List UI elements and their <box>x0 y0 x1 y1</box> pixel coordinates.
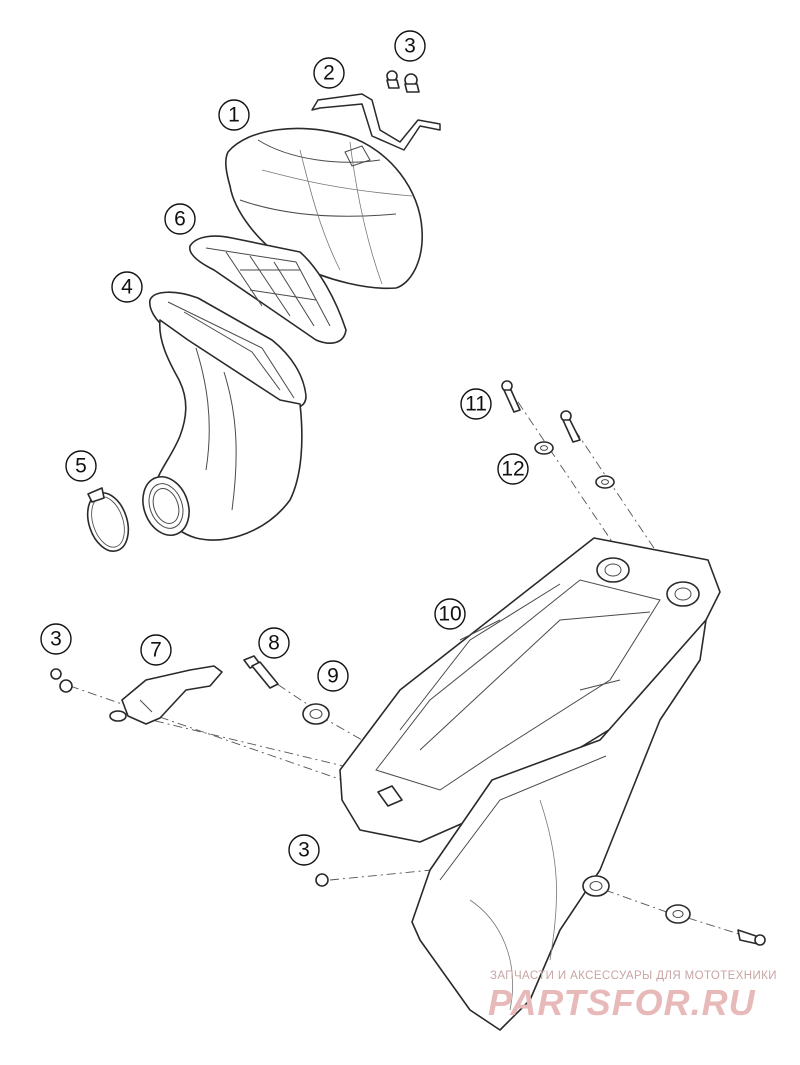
svg-text:3: 3 <box>404 35 416 58</box>
svg-text:3: 3 <box>298 839 310 862</box>
callout-3-bottom: 3 <box>288 834 320 866</box>
part-wire-clip <box>311 93 441 151</box>
callout-10: 10 <box>434 598 466 630</box>
svg-text:7: 7 <box>150 639 162 662</box>
part-filter-cage <box>189 235 347 344</box>
part-screws-lower <box>50 668 766 946</box>
callout-3-left: 3 <box>40 623 72 655</box>
svg-text:4: 4 <box>121 276 133 299</box>
part-hose-clamp <box>86 487 130 552</box>
svg-text:1: 1 <box>228 104 240 127</box>
svg-text:11: 11 <box>465 393 487 416</box>
svg-text:5: 5 <box>75 455 87 478</box>
svg-text:8: 8 <box>268 632 280 655</box>
part-intake-boot <box>142 291 307 541</box>
part-bracket <box>109 665 223 725</box>
callout-1: 1 <box>218 99 250 131</box>
svg-text:12: 12 <box>501 458 524 481</box>
callout-2: 2 <box>313 57 345 89</box>
svg-text:10: 10 <box>438 603 461 626</box>
callout-6: 6 <box>164 203 196 235</box>
callout-12: 12 <box>497 453 529 485</box>
part-bolts-upper <box>501 380 615 489</box>
svg-text:6: 6 <box>174 208 186 231</box>
svg-text:9: 9 <box>327 665 339 688</box>
part-bolt-8 <box>243 655 279 689</box>
callout-8: 8 <box>258 627 290 659</box>
callout-9: 9 <box>317 660 349 692</box>
callout-4: 4 <box>111 271 143 303</box>
part-screws-top <box>386 70 420 93</box>
svg-text:2: 2 <box>323 62 335 85</box>
part-grommet <box>302 703 330 725</box>
part-airbox <box>339 537 721 1031</box>
callout-3-top: 3 <box>394 30 426 62</box>
watermark-brand: PARTSFOR.RU <box>488 982 756 1023</box>
svg-text:3: 3 <box>50 628 62 651</box>
watermark-tagline: ЗАПЧАСТИ И АКСЕССУАРЫ ДЛЯ МОТОТЕХНИКИ <box>490 970 777 982</box>
callout-7: 7 <box>140 634 172 666</box>
callout-11: 11 <box>460 388 492 420</box>
callout-5: 5 <box>65 450 97 482</box>
